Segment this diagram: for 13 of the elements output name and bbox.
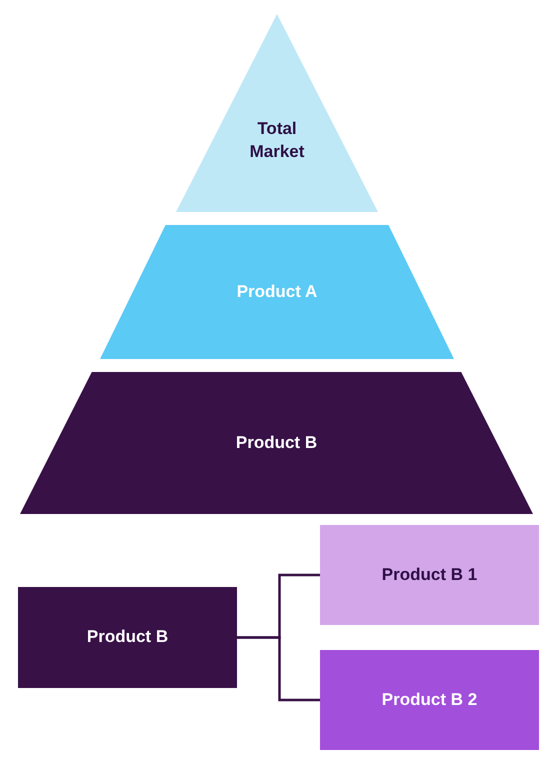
node-label: Product B xyxy=(86,626,170,648)
node-label: Product B xyxy=(234,432,318,454)
node-label: Total Market xyxy=(248,118,306,163)
pyramid-layer-trapezoid xyxy=(100,225,454,359)
process-box xyxy=(320,650,539,750)
pyramid-layer-trapezoid xyxy=(20,372,533,514)
pyramid-top-triangle xyxy=(176,14,378,212)
node-label: Product B 2 xyxy=(380,688,478,711)
process-box xyxy=(320,525,539,625)
node-label: Product B 1 xyxy=(380,564,478,586)
connector-line xyxy=(237,636,320,702)
process-box xyxy=(18,587,237,688)
node-label: Product A xyxy=(236,280,318,303)
